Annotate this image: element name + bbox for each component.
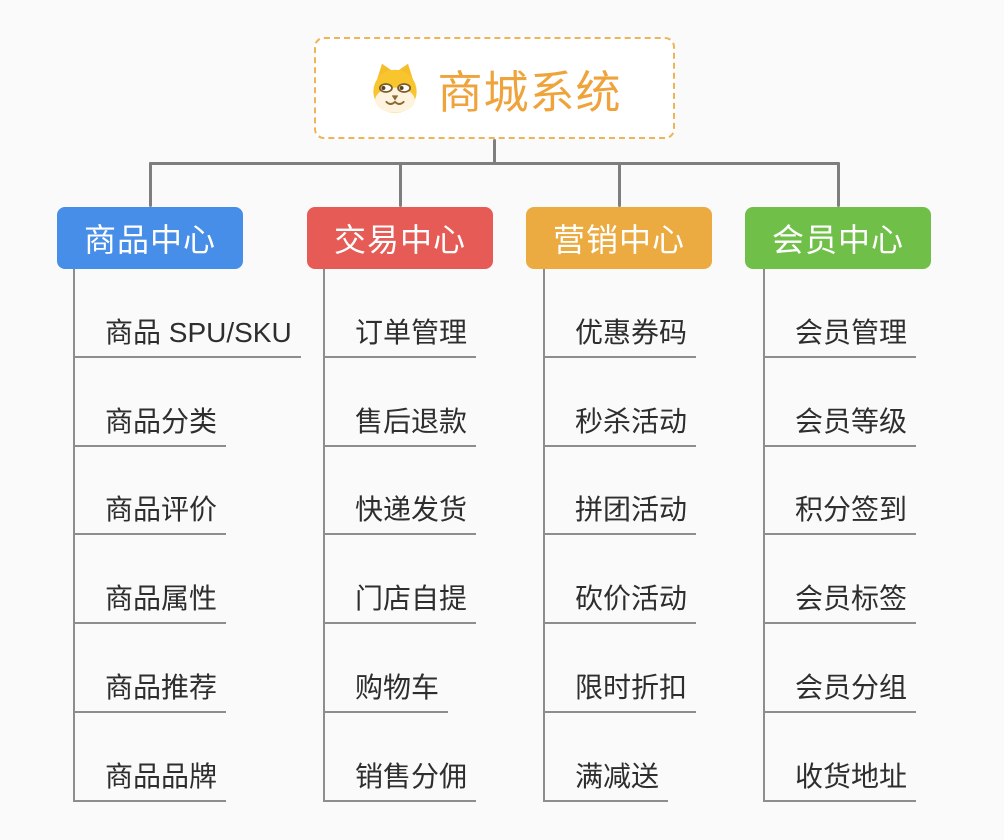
child-topic[interactable]: 会员管理 — [763, 315, 917, 358]
child-topic[interactable]: 积分签到 — [763, 492, 917, 535]
root-topic-label: 商城系统 — [437, 66, 622, 118]
child-topic[interactable]: 购物车 — [323, 670, 449, 713]
branch-stem-line — [398, 162, 402, 207]
branch-stem-line — [617, 162, 621, 207]
child-topic[interactable]: 商品品牌 — [73, 759, 227, 802]
child-topic[interactable]: 商品 SPU/SKU — [73, 315, 301, 358]
child-topic[interactable]: 会员等级 — [763, 404, 917, 447]
branch-children-line — [543, 269, 545, 802]
branch-stem-line — [148, 162, 152, 207]
branch-children-line — [763, 269, 765, 802]
child-topic[interactable]: 商品推荐 — [73, 670, 227, 713]
child-topic[interactable]: 砍价活动 — [543, 581, 697, 624]
child-topic[interactable]: 门店自提 — [323, 581, 477, 624]
child-topic[interactable]: 商品评价 — [73, 492, 227, 535]
child-topic[interactable]: 秒杀活动 — [543, 404, 697, 447]
child-topic[interactable]: 满减送 — [543, 759, 669, 802]
branch-children-line — [73, 269, 75, 802]
child-topic[interactable]: 快递发货 — [323, 492, 477, 535]
child-topic[interactable]: 订单管理 — [323, 315, 477, 358]
branch-topic[interactable]: 会员中心 — [745, 207, 931, 269]
child-topic[interactable]: 限时折扣 — [543, 670, 697, 713]
branch-topic[interactable]: 商品中心 — [57, 207, 243, 269]
child-topic[interactable]: 商品分类 — [73, 404, 227, 447]
child-topic[interactable]: 售后退款 — [323, 404, 477, 447]
child-topic[interactable]: 会员标签 — [763, 581, 917, 624]
branch-topic[interactable]: 交易中心 — [307, 207, 493, 269]
root-topic[interactable]: 商城系统 — [314, 37, 675, 139]
branch-children-line — [323, 269, 325, 802]
trunk-horizontal-line — [148, 162, 840, 165]
root-stem-line — [492, 139, 496, 165]
child-topic[interactable]: 销售分佣 — [323, 759, 477, 802]
dog-face-icon — [367, 62, 423, 114]
child-topic[interactable]: 优惠券码 — [543, 315, 697, 358]
child-topic[interactable]: 商品属性 — [73, 581, 227, 624]
branch-topic[interactable]: 营销中心 — [526, 207, 712, 269]
child-topic[interactable]: 收货地址 — [763, 759, 917, 802]
child-topic[interactable]: 会员分组 — [763, 670, 917, 713]
branch-stem-line — [836, 162, 840, 207]
child-topic[interactable]: 拼团活动 — [543, 492, 697, 535]
